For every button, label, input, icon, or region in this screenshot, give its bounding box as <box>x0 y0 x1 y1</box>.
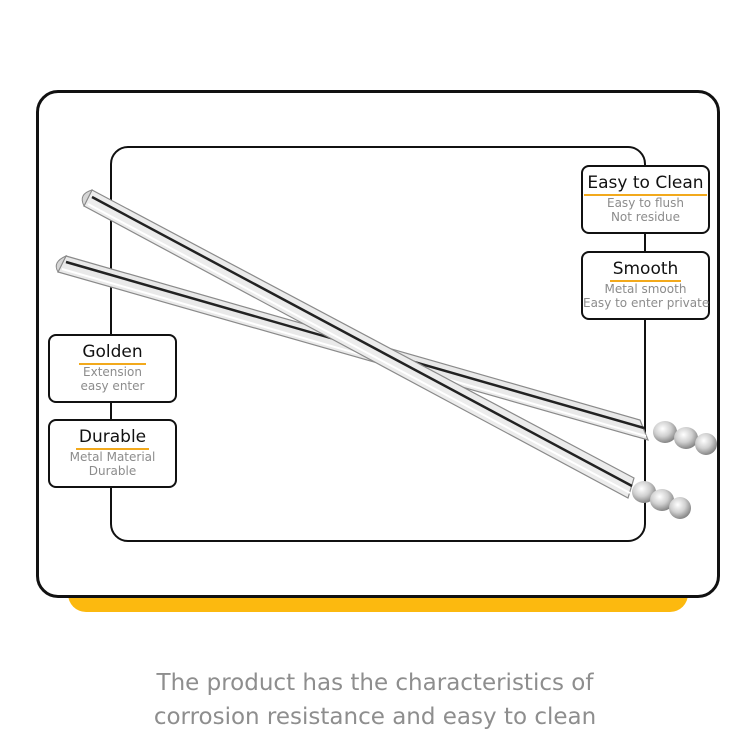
feature-title: Smooth <box>609 259 682 282</box>
rod-a-bead-3 <box>669 497 691 519</box>
rod-b-bead-2 <box>674 427 698 449</box>
caption-line-2: corrosion resistance and easy to clean <box>153 704 597 730</box>
feature-golden: Golden Extension easy enter <box>48 334 177 403</box>
feature-detail: Durable <box>88 464 137 478</box>
feature-detail: Easy to flush <box>607 196 684 210</box>
feature-durable: Durable Metal Material Durable <box>48 419 177 488</box>
feature-detail: Metal smooth <box>604 282 687 296</box>
feature-detail: Easy to enter private <box>583 296 710 310</box>
feature-title: Golden <box>79 342 146 365</box>
rod-a-bead-2 <box>650 489 674 511</box>
feature-easy-to-clean: Easy to Clean Easy to flush Not residue <box>581 165 710 234</box>
feature-detail: Not residue <box>610 210 681 224</box>
feature-detail: Metal Material <box>69 450 156 464</box>
feature-title: Easy to Clean <box>584 173 707 196</box>
rod-b-bead-1 <box>653 421 677 443</box>
rod-a-bead-1 <box>632 481 656 503</box>
product-caption: The product has the characteristics of c… <box>0 666 750 734</box>
feature-title: Durable <box>75 427 150 450</box>
sound-rod-a <box>81 189 691 519</box>
caption-line-1: The product has the characteristics of <box>156 670 594 696</box>
rod-b-bead-3 <box>695 433 717 455</box>
feature-detail: Extension <box>83 365 142 379</box>
feature-detail: easy enter <box>80 379 145 393</box>
feature-smooth: Smooth Metal smooth Easy to enter privat… <box>581 251 710 320</box>
